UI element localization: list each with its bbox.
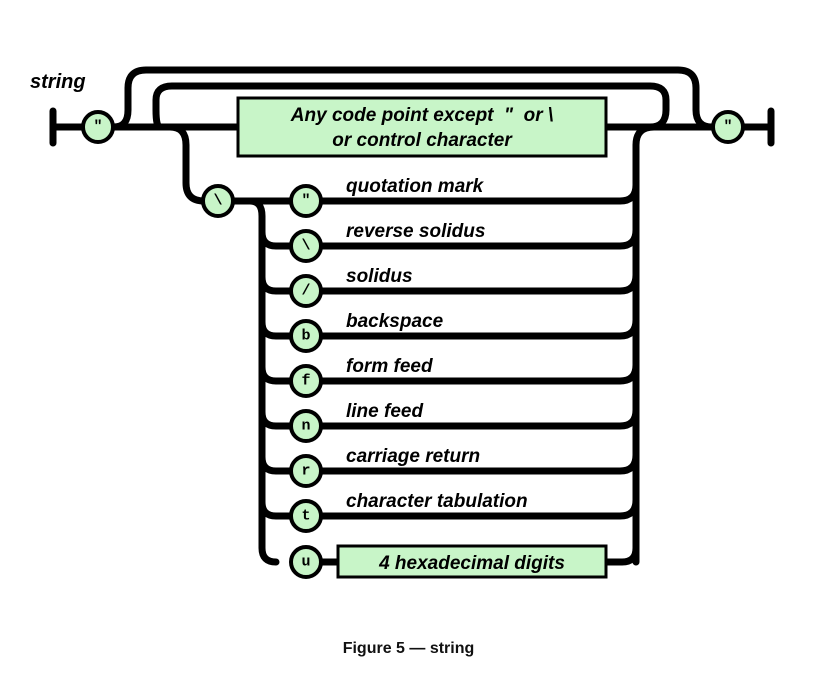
code-point-box-line2: or control character <box>332 130 513 151</box>
track-escape-branch <box>166 123 208 205</box>
escape-char-terminal <box>289 499 323 533</box>
escape-char-terminal <box>289 229 323 263</box>
escape-label: carriage return <box>346 446 480 467</box>
hex-digits-label: 4 hexadecimal digits <box>378 553 565 574</box>
figure-caption: Figure 5 — string <box>342 640 475 657</box>
track-escape-left-bus <box>246 197 280 566</box>
open-quote-terminal <box>81 110 115 144</box>
escape-char-terminal <box>289 454 323 488</box>
escape-char-terminal <box>289 319 323 353</box>
escape-label: quotation mark <box>346 176 485 197</box>
escape-row-track-in <box>258 228 296 250</box>
escape-row-track-in <box>258 318 296 340</box>
close-quote-terminal <box>711 110 745 144</box>
escape-row-track-out <box>316 316 640 340</box>
escape-row-track-out <box>316 406 640 430</box>
escape-char-terminal <box>289 184 323 218</box>
diagram-title: string <box>30 71 86 93</box>
unicode-u-char: u <box>301 554 310 571</box>
escape-row-track-out <box>316 181 640 205</box>
escape-row: r carriage return <box>258 446 640 488</box>
escape-row-track-in <box>258 408 296 430</box>
escape-row: f form feed <box>258 356 640 398</box>
escape-row-track-in <box>258 453 296 475</box>
escape-char-terminal <box>289 274 323 308</box>
unicode-escape-row: u 4 hexadecimal digits <box>289 544 640 579</box>
escape-row: / solidus <box>258 266 640 308</box>
escape-row-track-out <box>316 451 640 475</box>
escape-char: / <box>301 283 310 300</box>
escape-row-track-out <box>316 271 640 295</box>
escape-label: backspace <box>346 311 444 332</box>
escape-row-track-in <box>258 363 296 385</box>
unicode-u-terminal <box>289 545 323 579</box>
escape-row: b backspace <box>258 311 640 353</box>
code-point-box <box>236 96 608 158</box>
escape-char-terminal <box>289 364 323 398</box>
escape-char: t <box>301 508 310 525</box>
hex-digits-box <box>336 544 608 579</box>
escape-label: solidus <box>346 266 413 287</box>
track-unicode-out <box>602 544 640 566</box>
escape-rows: " quotation mark \ reverse solidus / solidus b… <box>258 176 640 533</box>
escape-char: f <box>301 373 310 390</box>
escape-row: t character tabulation <box>258 491 640 533</box>
escape-row: " quotation mark <box>289 176 640 218</box>
escape-row-track-out <box>316 226 640 250</box>
code-point-box-line1: Any code point except " or \ <box>290 105 553 126</box>
track-escape-right-bus <box>632 123 658 566</box>
track-bypass-outer <box>110 66 716 131</box>
escape-char: r <box>301 463 310 480</box>
escape-char: \ <box>301 238 310 255</box>
escape-label: line feed <box>346 401 423 422</box>
escape-char: b <box>301 328 310 345</box>
open-quote-char: " <box>93 119 102 136</box>
escape-row: n line feed <box>258 401 640 443</box>
escape-row-track-in <box>258 498 296 520</box>
escape-backslash-char: \ <box>213 193 222 210</box>
escape-char-terminal <box>289 409 323 443</box>
escape-row-track-out <box>316 361 640 385</box>
escape-char: " <box>301 193 310 210</box>
escape-backslash-terminal <box>201 184 235 218</box>
escape-row-track-out <box>316 496 640 520</box>
escape-row: \ reverse solidus <box>258 221 640 263</box>
escape-char: n <box>301 418 310 435</box>
escape-label: character tabulation <box>346 491 528 512</box>
escape-label: form feed <box>346 356 433 377</box>
escape-row-track-in <box>258 273 296 295</box>
escape-label: reverse solidus <box>346 221 485 242</box>
close-quote-char: " <box>723 119 732 136</box>
track-repeat-loop <box>152 82 670 131</box>
